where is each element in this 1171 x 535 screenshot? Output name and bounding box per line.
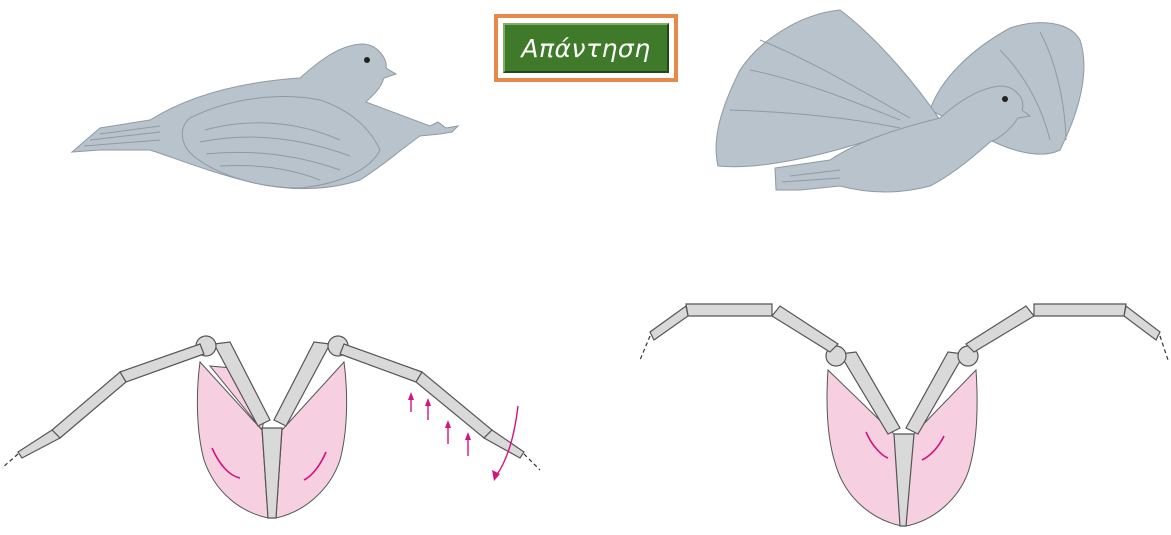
skeleton-2-hand-right [1124, 306, 1160, 340]
answer-button[interactable]: Απάντηση [494, 14, 678, 82]
skeleton-2-forearm-left [686, 304, 772, 316]
bird-downstroke-icon [72, 44, 458, 189]
skeleton-1-humerus-left [120, 344, 204, 382]
skeleton-upstroke-icon [640, 304, 1168, 526]
skeleton-1-feather-tip-right [524, 454, 540, 470]
skeleton-2-feather-tip-left [640, 336, 650, 360]
bird-1-eye [364, 57, 370, 63]
skeleton-1-forearm-left [52, 372, 126, 438]
bird-upstroke-icon [716, 10, 1084, 192]
skeleton-1-feather-tip-left [2, 454, 18, 468]
bird-2-eye [1002, 96, 1008, 102]
answer-button-face: Απάντηση [503, 23, 669, 73]
skeleton-downstroke-icon [2, 336, 540, 518]
skeleton-2-feather-tip-right [1160, 336, 1168, 360]
skeleton-2-hand-left [650, 306, 688, 340]
skeleton-2-humerus-left [772, 306, 838, 352]
skeleton-1-humerus-right [340, 344, 422, 382]
answer-button-label: Απάντηση [521, 34, 650, 63]
skeleton-1-hand-left [18, 430, 60, 458]
skeleton-1-hand-right [484, 430, 524, 458]
skeleton-2-forearm-right [1034, 304, 1126, 316]
answer-button-frame: Απάντηση [498, 18, 674, 78]
skeleton-1-muscle-right [276, 362, 347, 518]
skeleton-2-humerus-right [966, 306, 1034, 352]
